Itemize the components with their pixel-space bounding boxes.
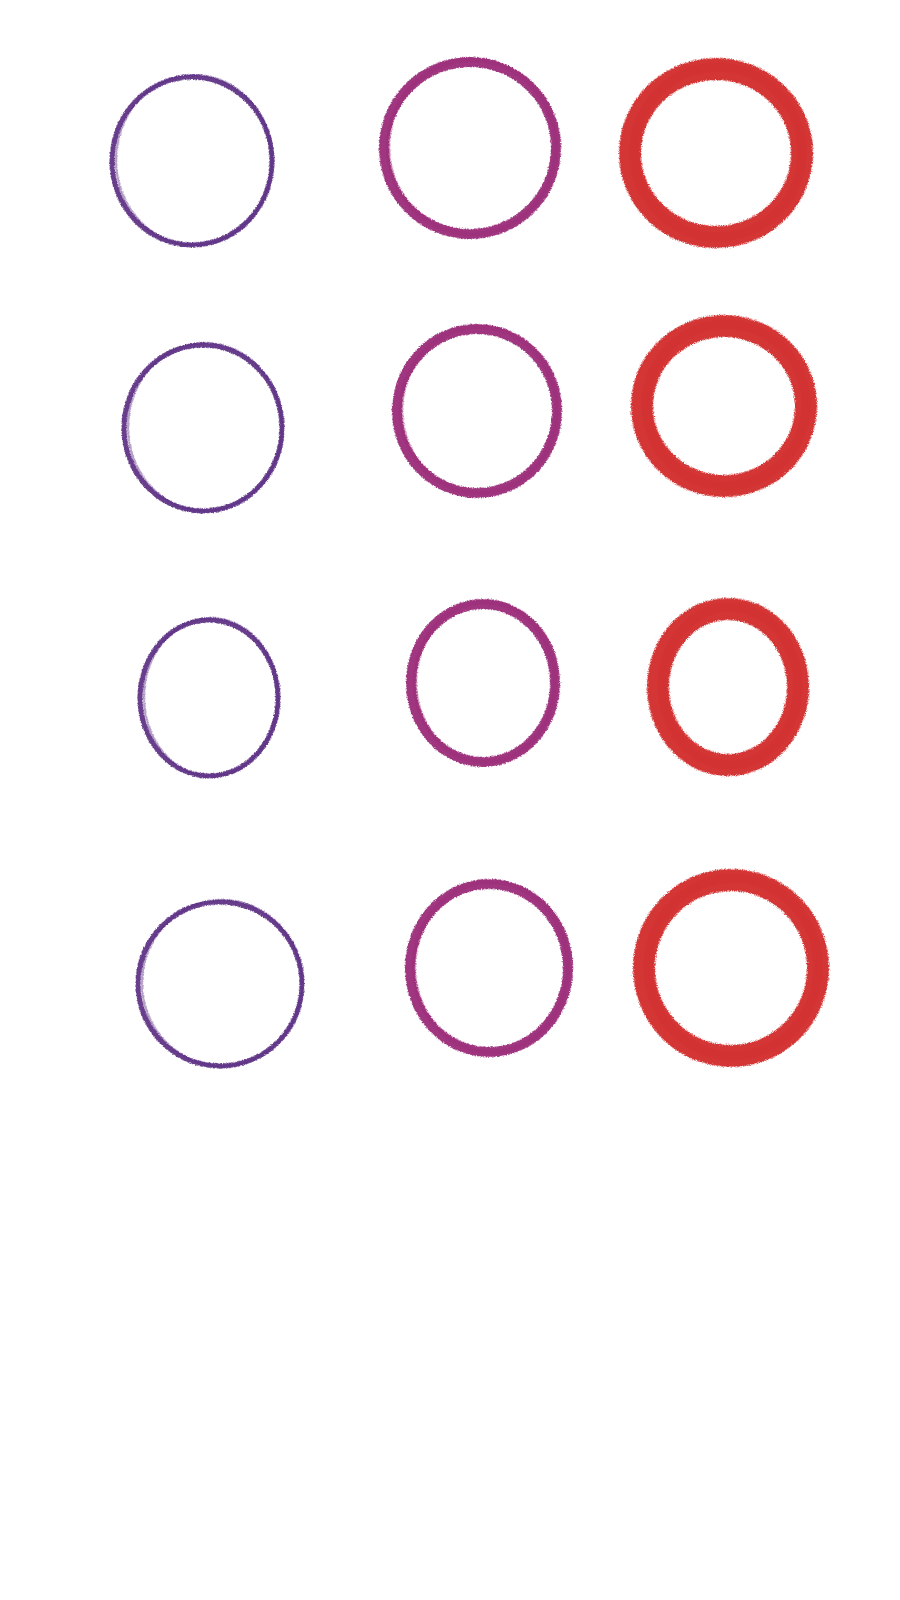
row-4 (135, 869, 829, 1069)
circle-r3-c1 (137, 616, 281, 779)
circle-r4-c2 (405, 879, 573, 1057)
circle-r2-c3 (631, 315, 817, 497)
circle-r3-c3 (647, 598, 809, 776)
circle-r1-c3 (619, 58, 813, 248)
circle-r3-c2 (406, 599, 560, 767)
circle-r4-c1 (135, 898, 305, 1069)
circle-r1-c1 (109, 73, 275, 248)
circle-r2-c2 (392, 324, 562, 498)
circle-r1-c2 (379, 57, 561, 239)
circle-r4-c3 (633, 869, 829, 1067)
row-3 (137, 598, 809, 779)
circle-r2-c1 (121, 341, 285, 514)
row-2 (121, 315, 817, 514)
row-1 (109, 57, 813, 248)
circles-grid (109, 57, 829, 1069)
